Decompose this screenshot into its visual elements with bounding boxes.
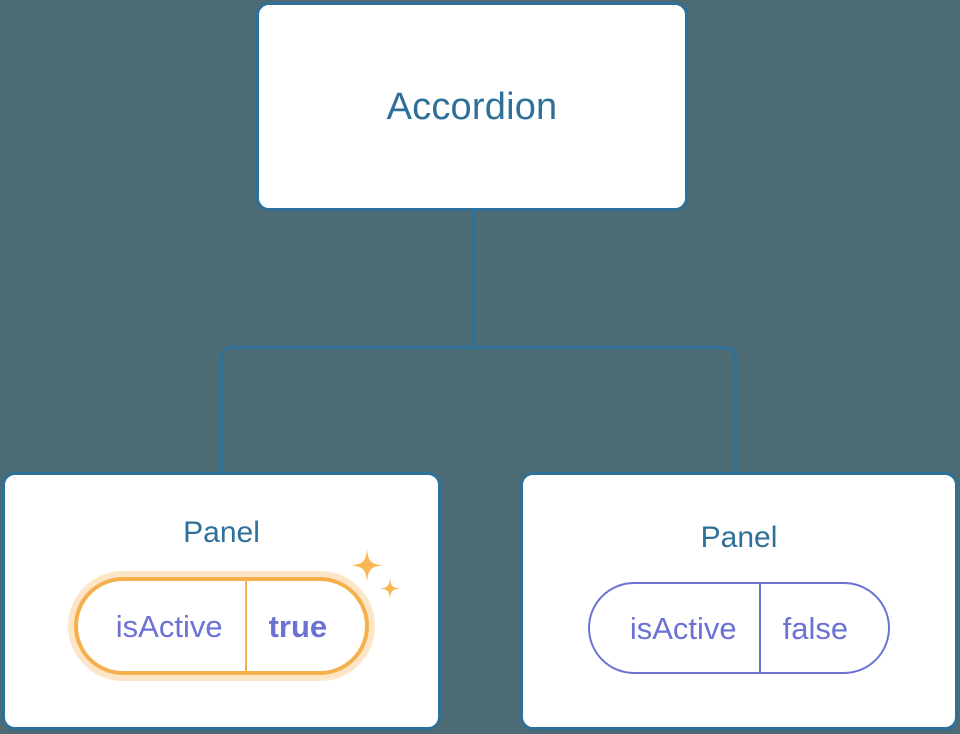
tree-node-panel-0-inner: Panel isActive true: [5, 475, 438, 727]
tree-node-panel-1-title: Panel: [700, 521, 778, 554]
prop-badge-isactive-true[interactable]: isActive true: [73, 577, 370, 675]
prop-key-1: isActive: [590, 584, 761, 672]
tree-node-panel-0-title: Panel: [183, 516, 260, 549]
connector-branch-left: [219, 345, 474, 472]
tree-node-panel-0[interactable]: Panel isActive true: [2, 472, 441, 730]
prop-badge-isactive-false[interactable]: isActive false: [587, 582, 891, 674]
prop-key-0: isActive: [78, 581, 247, 671]
prop-value-1: false: [782, 610, 849, 646]
prop-badge-wrapper-1: isActive false: [587, 582, 891, 674]
tree-node-accordion[interactable]: Accordion: [256, 2, 688, 211]
tree-node-accordion-title: Accordion: [386, 85, 558, 128]
prop-badge-wrapper-0: isActive true: [73, 549, 401, 675]
connector-branch-right: [473, 345, 738, 472]
tree-node-panel-1-inner: Panel isActive false: [523, 475, 955, 727]
tree-node-panel-1[interactable]: Panel isActive false: [520, 472, 958, 730]
prop-value-0: true: [268, 608, 328, 644]
